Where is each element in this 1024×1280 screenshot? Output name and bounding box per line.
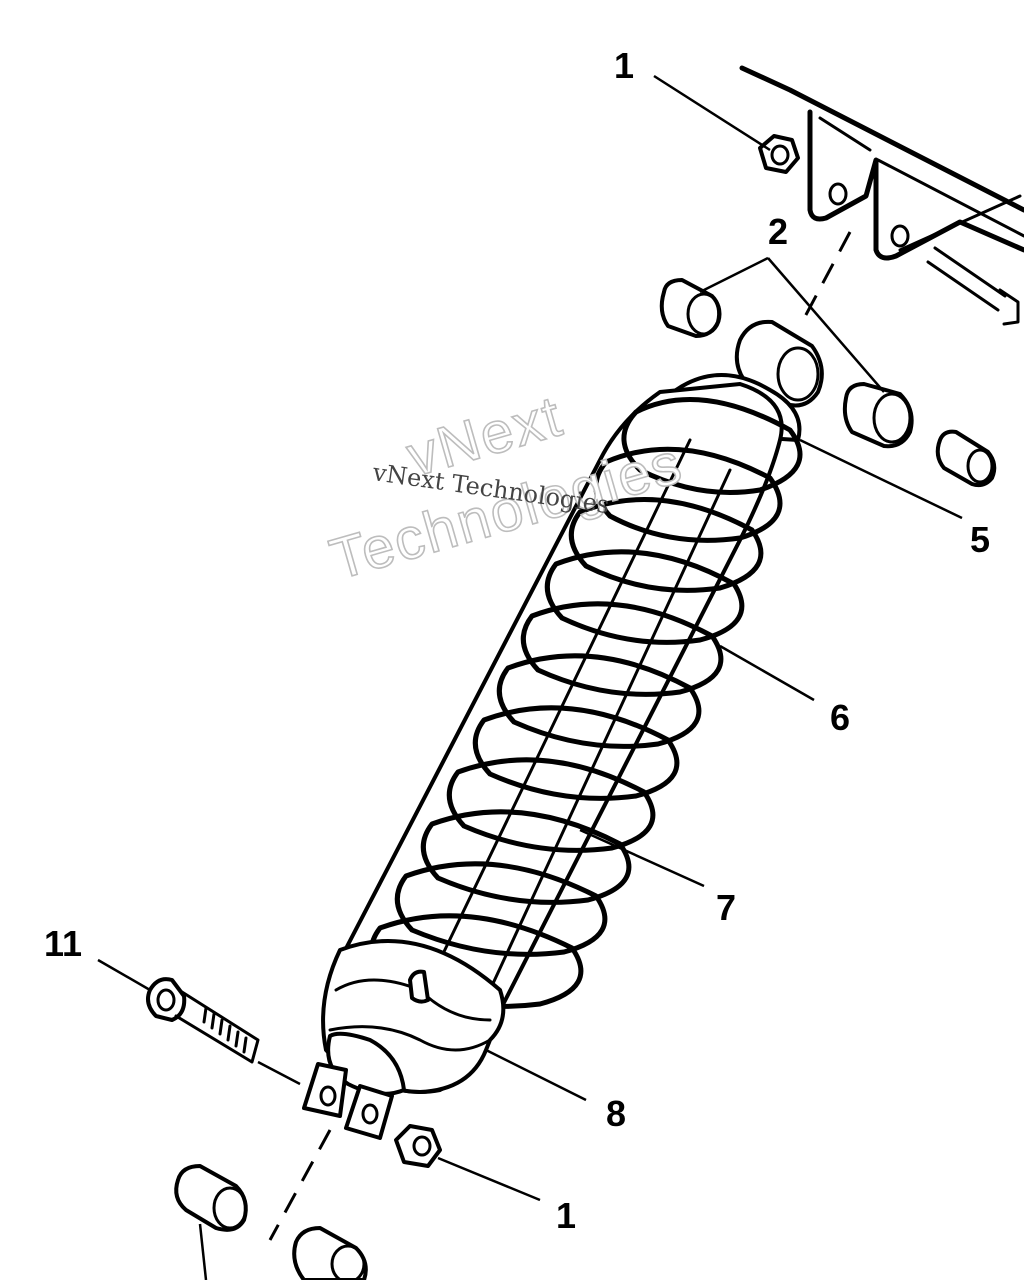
callout-2: 2	[768, 211, 788, 252]
upper-bushing-right	[842, 382, 914, 449]
callout-1-top: 1	[614, 45, 634, 86]
callout-1-bottom: 1	[556, 1195, 576, 1236]
callout-5: 5	[970, 519, 990, 560]
lower-bushing-left	[174, 1164, 248, 1232]
callout-6: 6	[830, 697, 850, 738]
bottom-centerline	[268, 1129, 332, 1241]
callout-8: 8	[606, 1093, 626, 1134]
top-nut	[758, 134, 800, 174]
lower-clevis	[302, 1062, 394, 1140]
frame-bracket	[739, 65, 1024, 326]
callout-7: 7	[716, 887, 736, 928]
upper-bushing-left	[659, 278, 722, 338]
lower-bushing-right	[292, 1226, 368, 1280]
upper-sleeve	[935, 429, 997, 488]
callout-11: 11	[44, 923, 82, 964]
coil-spring	[368, 397, 803, 1009]
lower-bolt	[146, 977, 260, 1064]
lower-spring-seat	[321, 939, 506, 1096]
top-centerline	[798, 231, 852, 327]
leader-lines	[97, 74, 963, 1280]
bottom-nut	[394, 1124, 442, 1168]
